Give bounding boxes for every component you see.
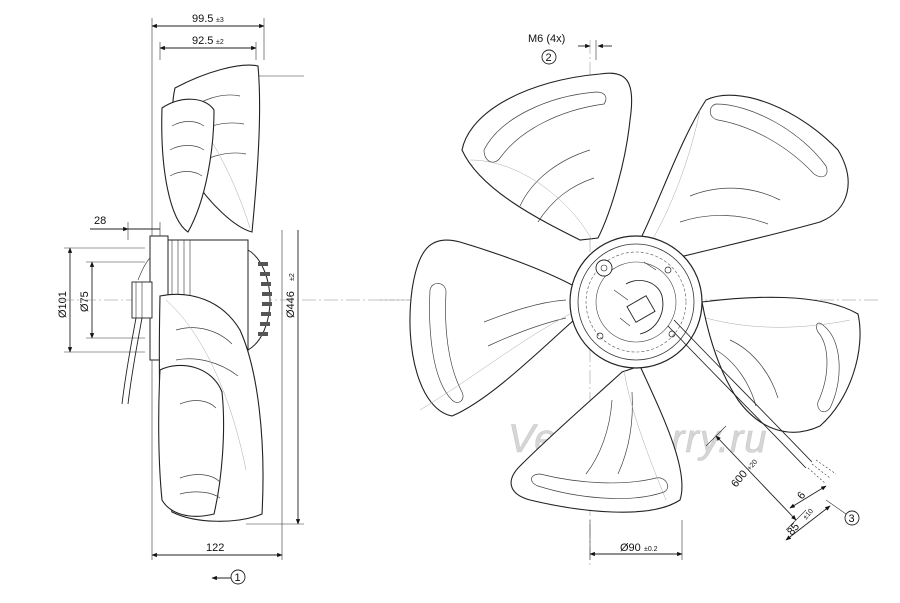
dim-dia-90-tol: ±0.2 [644,546,658,553]
dim-99-5-tol: ±3 [216,17,224,24]
dim-28: 28 [94,215,106,227]
motor-cooling-fins [258,262,272,336]
dim-dia-446-tol: ±2 [289,273,296,281]
dim-dia-101: Ø101 [57,291,69,318]
callout-1: 1 [211,569,246,585]
front-view: M6 (4x) 2 [380,33,880,566]
dim-dia-90: Ø90 [620,542,641,554]
dim-strip-85: 85 [785,521,802,538]
dim-92-5-tol: ±2 [216,39,224,46]
dim-dia-75: Ø75 [79,291,91,312]
dim-99-5: 99.5 [192,13,213,25]
dim-122: 122 [206,542,224,554]
dim-92-5: 92.5 [192,35,213,47]
dim-cable-600: 600 [729,468,750,490]
screw-label: M6 (4x) [528,33,565,45]
callout-3-label: 3 [849,513,855,525]
callout-1-label: 1 [235,572,241,584]
callout-2-label: 2 [546,52,552,64]
side-view: 99.5 ±3 92.5 ±2 28 Ø101 Ø75 Ø446 ±2 122 [57,13,420,560]
dim-dia-446: Ø446 [285,291,297,318]
dim-strip-6: 6 [795,490,808,502]
